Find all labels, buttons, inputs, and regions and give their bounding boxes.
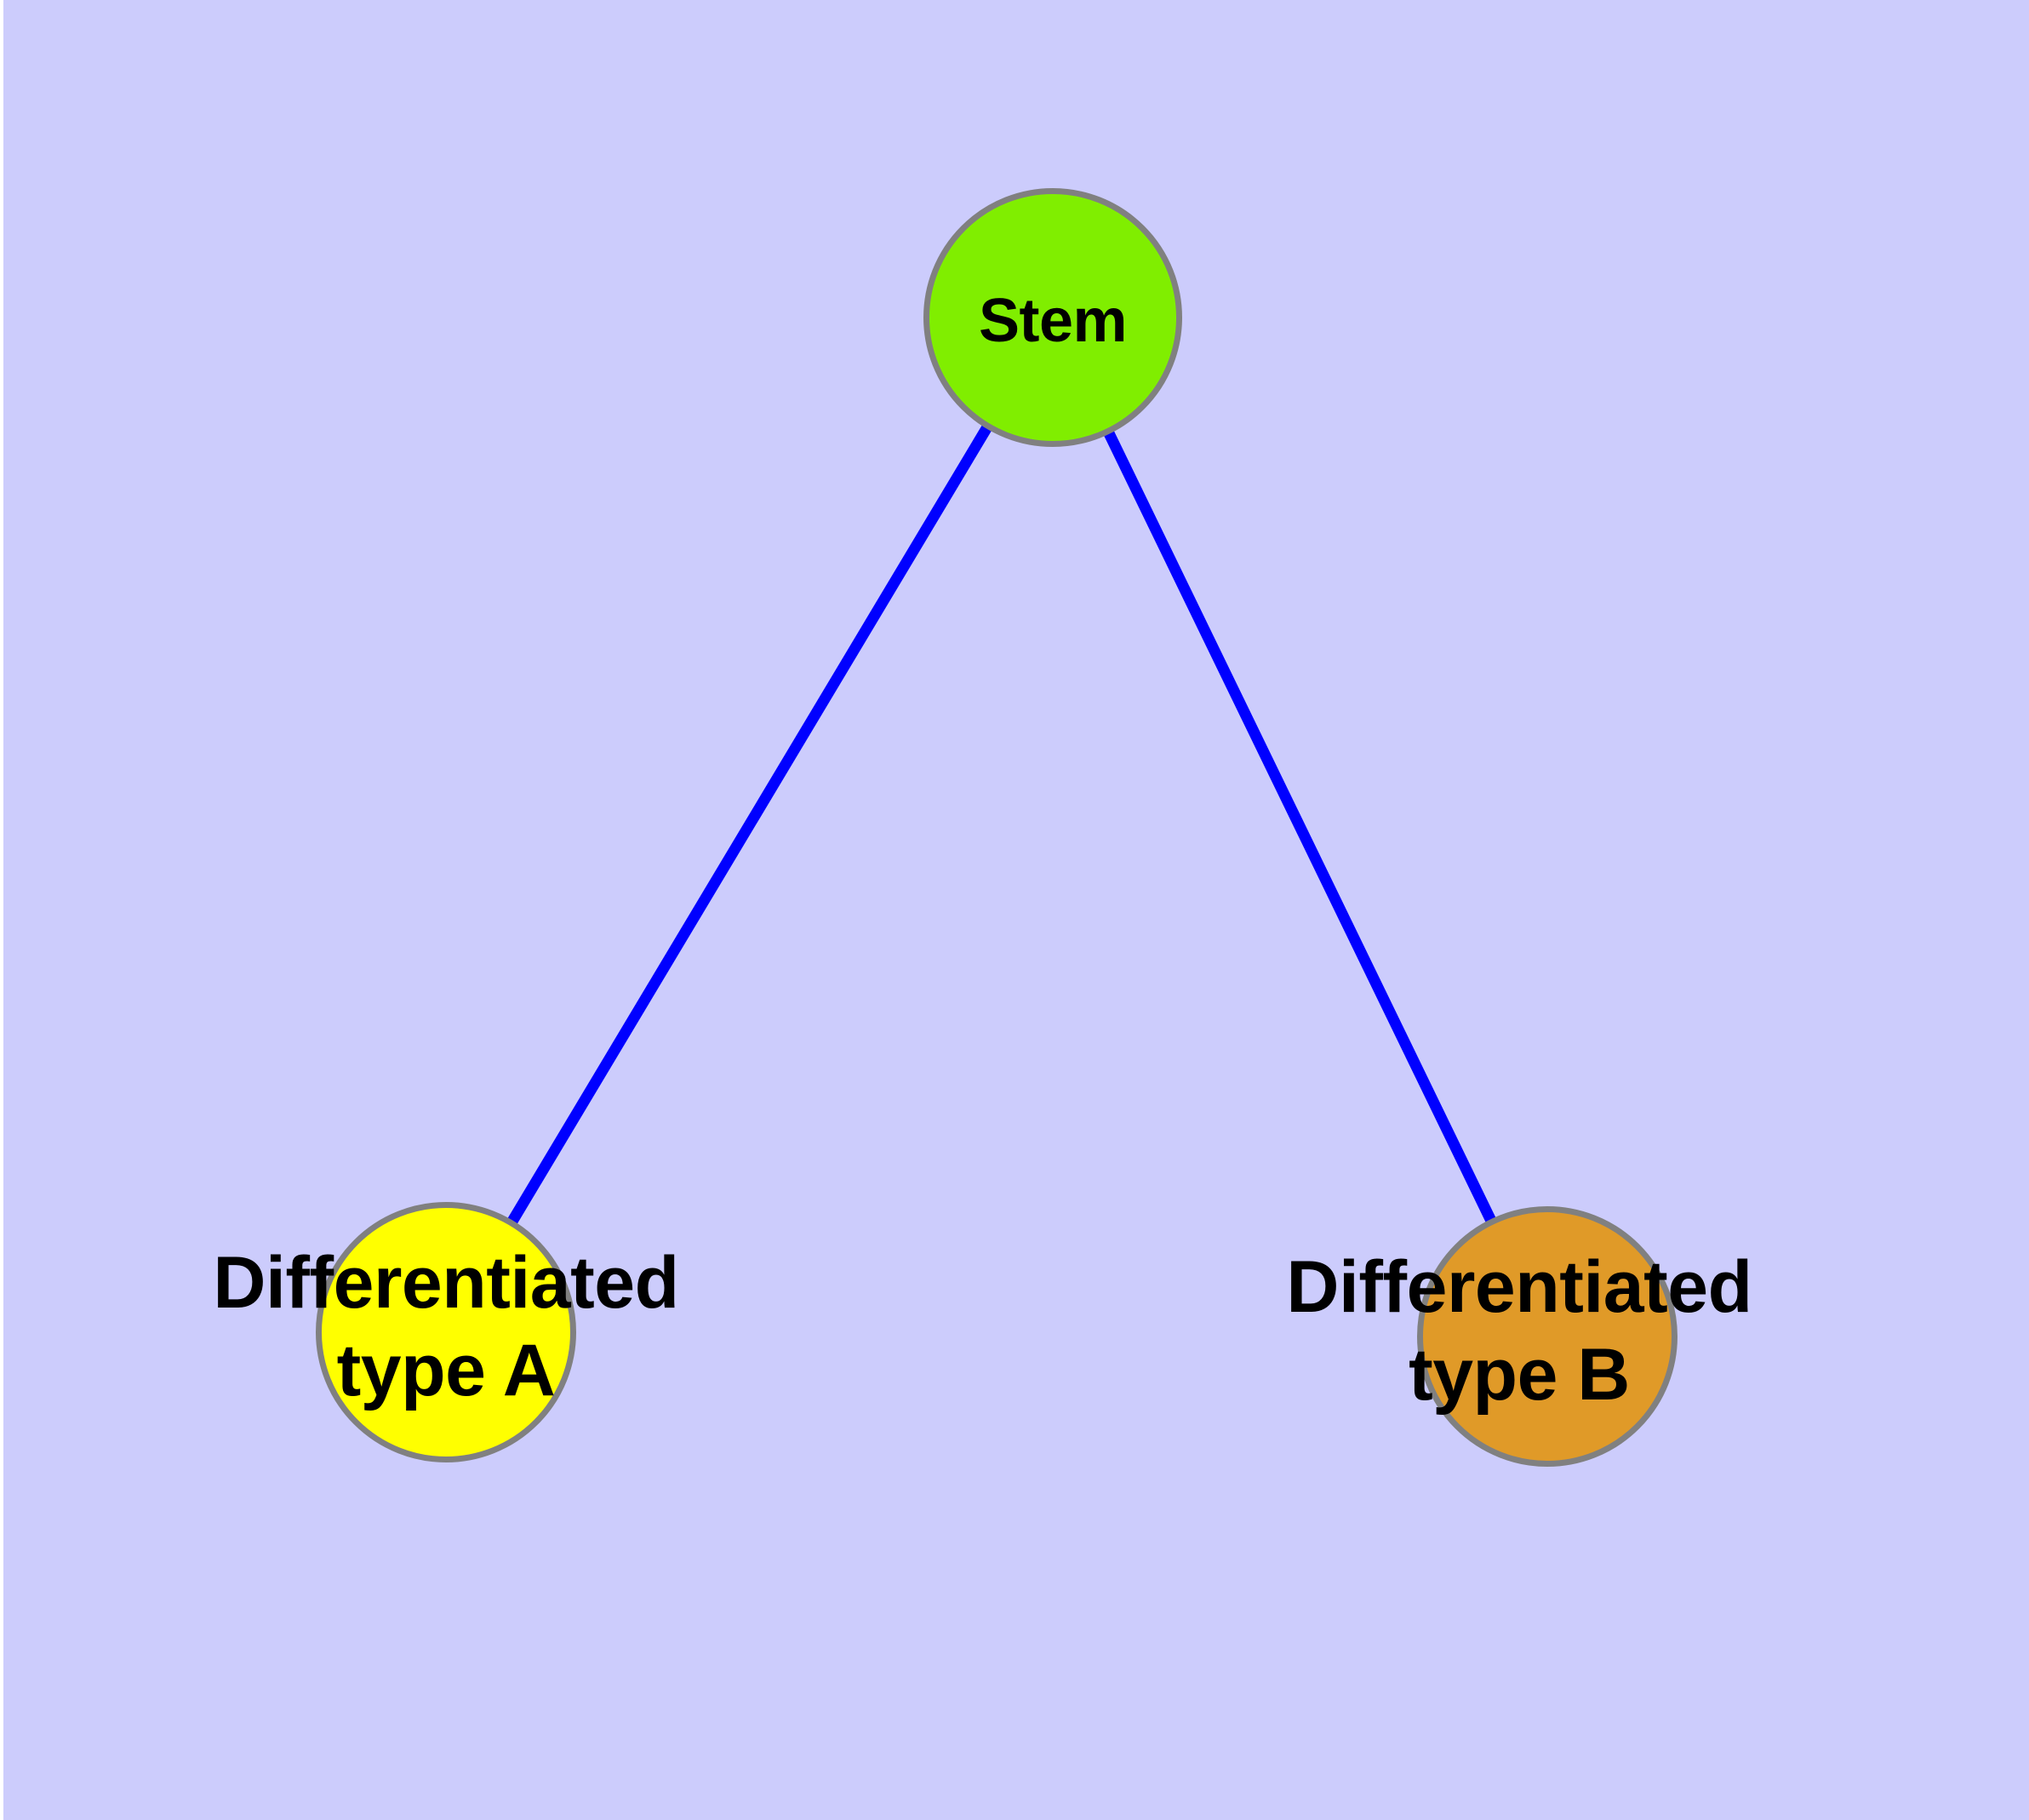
node-stem[interactable] [923, 188, 1182, 447]
edge-layer [506, 421, 1498, 1228]
node-differentiated-type-a[interactable] [316, 1202, 576, 1462]
edge-stem-to-differentiated-type-a[interactable] [506, 421, 994, 1228]
node-layer [316, 188, 1677, 1467]
edge-stem-to-differentiated-type-b[interactable] [1102, 427, 1498, 1226]
node-differentiated-type-b[interactable] [1417, 1206, 1677, 1467]
